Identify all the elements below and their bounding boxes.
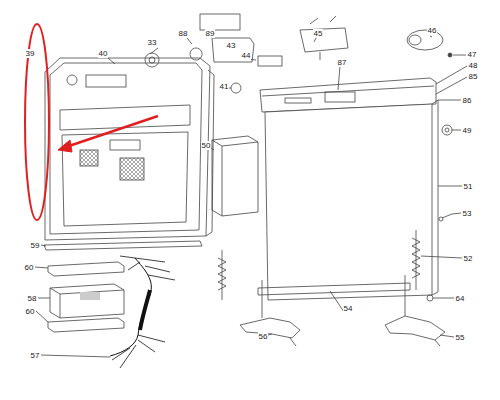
- callout-number: 41: [219, 82, 230, 91]
- callout-number: 59: [30, 241, 41, 250]
- callout-number: 89: [205, 29, 216, 38]
- callout-number: 88: [178, 29, 189, 38]
- callout-number: 51: [463, 182, 474, 191]
- callout-number: 46: [427, 26, 438, 35]
- callout-number: 44: [241, 51, 252, 60]
- callout-number: 47: [467, 50, 478, 59]
- callout-number: 85: [468, 72, 479, 81]
- callout-number: 50: [201, 141, 212, 150]
- callout-number: 40: [98, 49, 109, 58]
- callout-number: 60: [24, 263, 35, 272]
- callout-number: 43: [226, 41, 237, 50]
- callout-number: 58: [27, 294, 38, 303]
- callout-number: 39: [25, 49, 36, 58]
- callout-number: 48: [468, 61, 479, 70]
- callout-number: 56: [258, 332, 269, 341]
- callout-number: 54: [343, 304, 354, 313]
- callout-number: 45: [313, 29, 324, 38]
- callout-number: 57: [30, 351, 41, 360]
- callout-number: 87: [337, 58, 348, 67]
- callout-number: 55: [455, 333, 466, 342]
- callout-number: 33: [147, 38, 158, 47]
- callout-number: 52: [463, 254, 474, 263]
- callout-number: 64: [455, 294, 466, 303]
- callout-number: 53: [462, 209, 473, 218]
- callout-number: 49: [462, 126, 473, 135]
- callout-number: 60: [25, 307, 36, 316]
- callout-number: 86: [462, 96, 473, 105]
